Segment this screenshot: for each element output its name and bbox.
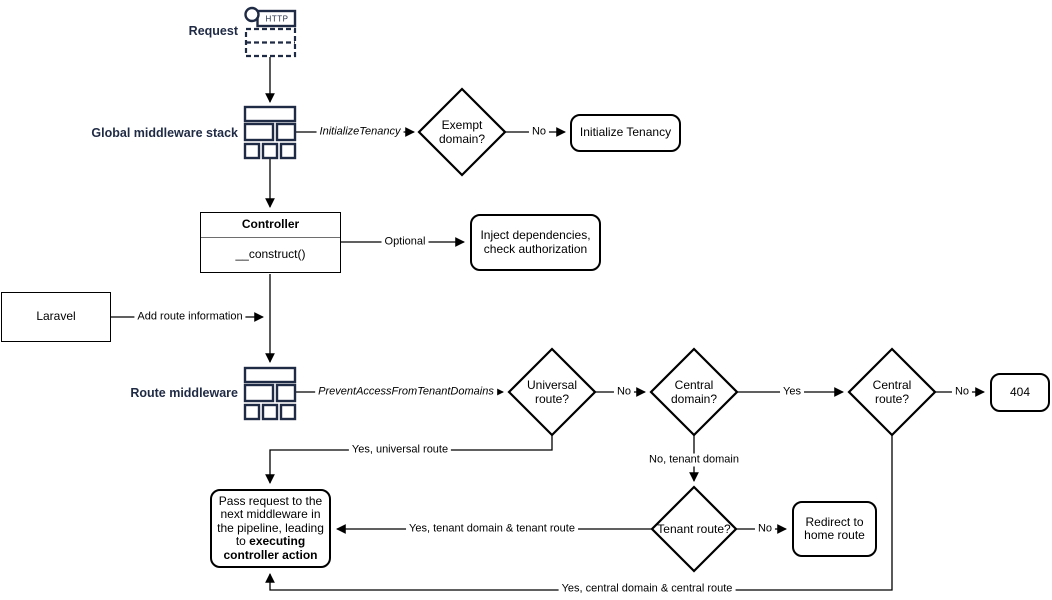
route-middleware-stack-icon: [243, 366, 297, 421]
controller-title: Controller: [201, 213, 340, 238]
middleware-row2-right: [275, 122, 297, 142]
route-mw-row3-c: [279, 403, 297, 421]
route-mw-row1: [243, 366, 297, 384]
middleware-row3-b: [261, 142, 279, 160]
pass-request-text-bold: executing controller action: [223, 534, 318, 562]
middleware-row3-c: [279, 142, 297, 160]
edge-label-central-domain-yes: Yes: [780, 385, 804, 399]
route-middleware-label: Route middleware: [130, 386, 238, 400]
edge-label-central-route-no: No: [951, 385, 973, 399]
middleware-row1: [243, 105, 297, 123]
inject-dependencies-box: Inject dependencies, check authorization: [470, 214, 601, 271]
edge-label-prevent-access: PreventAccessFromTenantDomains: [315, 385, 497, 399]
404-box: 404: [990, 373, 1050, 412]
tenant-route-text: Tenant route?: [657, 522, 731, 536]
decision-exempt-domain: [417, 87, 507, 177]
edge-label-add-route-information: Add route information: [134, 310, 246, 324]
decision-universal-route: [507, 347, 597, 437]
global-middleware-stack-label: Global middleware stack: [91, 126, 238, 140]
controller-box: Controller __construct(): [200, 212, 341, 273]
edge-label-central-yes: Yes, central domain & central route: [558, 582, 736, 596]
request-label: Request: [188, 24, 238, 38]
route-mw-row2-left: [243, 383, 275, 403]
http-circle: [244, 6, 260, 23]
decision-tenant-route: [650, 485, 738, 573]
edge-label-universal-no: No: [613, 385, 635, 399]
edge-label-tenant-domain-no: No, tenant domain: [646, 453, 742, 467]
edge-label-universal-yes: Yes, universal route: [348, 443, 452, 457]
pass-request-text: Pass request to the next middleware in t…: [212, 493, 329, 565]
universal-route-text: Universal route?: [526, 378, 577, 406]
middleware-stack-icon: [243, 105, 297, 160]
decision-central-domain: [649, 347, 739, 437]
edge-label-initialize-tenancy: InitializeTenancy: [316, 125, 404, 139]
pass-request-text-normal: Pass request to the next middleware in t…: [217, 493, 324, 549]
http-icon-label: HTTP: [265, 14, 289, 24]
edge-universal-yes-to-pass: [265, 435, 553, 484]
exempt-domain-text: Exempt domain?: [438, 118, 486, 146]
controller-construct-method: __construct(): [235, 247, 306, 262]
edge-label-tenant-route-no: No: [754, 522, 776, 536]
route-mw-row2-right: [275, 383, 297, 403]
route-mw-row3-b: [261, 403, 279, 421]
edge-label-exempt-no: No: [528, 125, 550, 139]
edge-label-optional: Optional: [381, 235, 429, 249]
pass-request-box: Pass request to the next middleware in t…: [210, 489, 331, 568]
central-domain-text: Central domain?: [670, 378, 718, 406]
redirect-home-route-box: Redirect to home route: [792, 501, 877, 557]
middleware-row2-left: [243, 122, 275, 142]
http-request-icon: [244, 6, 297, 58]
laravel-box: Laravel: [1, 292, 111, 342]
edge-label-tenant-yes: Yes, tenant domain & tenant route: [406, 522, 578, 536]
decision-central-route: [847, 347, 937, 437]
route-mw-row3-a: [243, 403, 261, 421]
middleware-row3-a: [243, 142, 261, 160]
initialize-tenancy-box: Initialize Tenancy: [570, 114, 681, 152]
central-route-text: Central route?: [872, 378, 912, 406]
